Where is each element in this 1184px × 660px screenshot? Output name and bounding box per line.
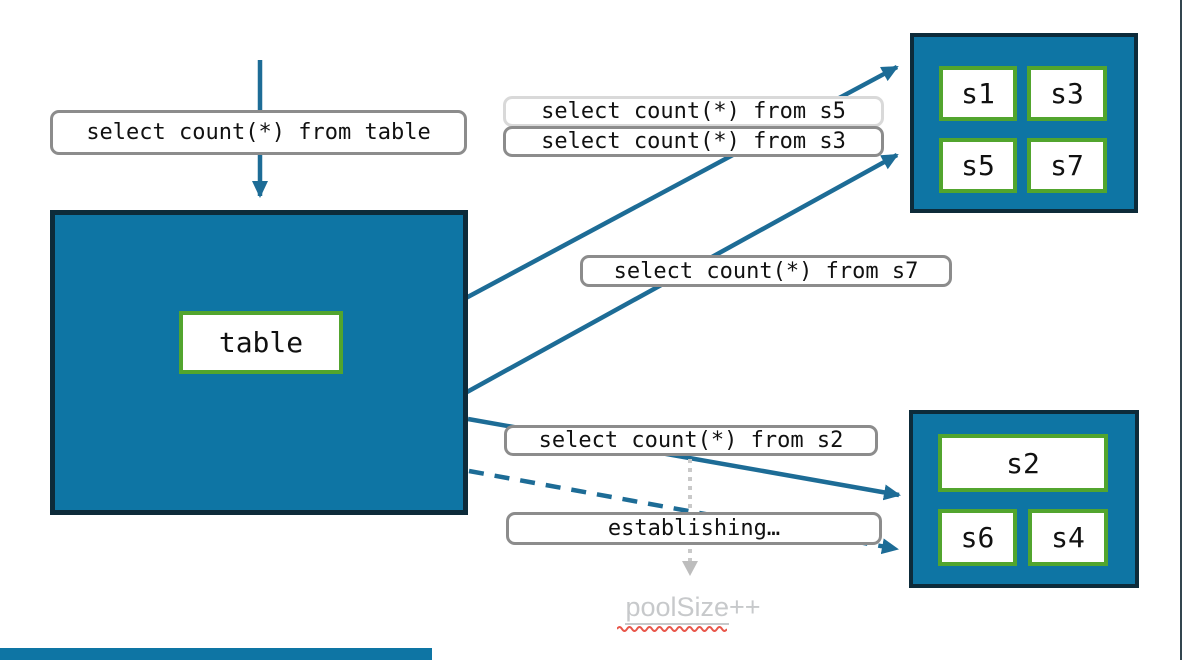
shard-s2-text: s2: [1006, 446, 1040, 480]
shard-group-bottom: s2 s6 s4: [909, 410, 1139, 588]
poolsize-word: poolSize: [625, 592, 730, 625]
shard-s4-text: s4: [1051, 521, 1085, 554]
shard-s4: s4: [1028, 509, 1108, 566]
shard-s6: s6: [938, 509, 1017, 566]
shard-s1-text: s1: [961, 77, 995, 110]
label-query-s5-text: select count(*) from s5: [541, 99, 846, 124]
label-query-s7-text: select count(*) from s7: [613, 258, 919, 284]
label-establishing: establishing…: [506, 512, 882, 545]
shard-s2: s2: [938, 434, 1108, 492]
label-query-s7: select count(*) from s7: [580, 255, 952, 287]
label-query-s5: select count(*) from s5: [503, 96, 884, 127]
bottom-accent-bar: [0, 648, 432, 660]
shard-s1: s1: [939, 66, 1017, 121]
shard-s7: s7: [1027, 138, 1107, 193]
shard-s3-text: s3: [1050, 77, 1084, 110]
shard-s5: s5: [939, 138, 1017, 193]
shard-group-top: s1 s3 s5 s7: [910, 33, 1138, 213]
label-query-s2-text: select count(*) from s2: [538, 428, 844, 453]
table-name-box: table: [179, 311, 343, 374]
label-establishing-text: establishing…: [607, 516, 781, 541]
arrow-table-to-bottom-shards-dashed: [468, 468, 899, 555]
label-query-s3-text: select count(*) from s3: [541, 129, 846, 154]
table-box: table: [50, 210, 468, 515]
shard-s5-text: s5: [961, 149, 995, 182]
shard-s6-text: s6: [960, 521, 995, 554]
spellcheck-squiggle-icon: [617, 626, 727, 632]
table-name-text: table: [218, 326, 304, 359]
slide-edge-line: [1180, 0, 1182, 660]
label-query-table-text: select count(*) from table: [86, 120, 431, 145]
poolsize-note: poolSize++: [598, 592, 788, 625]
poolsize-suffix: ++: [729, 592, 761, 622]
label-query-s3: select count(*) from s3: [503, 126, 884, 157]
label-query-table: select count(*) from table: [50, 110, 467, 155]
shard-s3: s3: [1027, 66, 1107, 121]
label-query-s2: select count(*) from s2: [504, 425, 878, 456]
shard-s7-text: s7: [1050, 149, 1084, 182]
